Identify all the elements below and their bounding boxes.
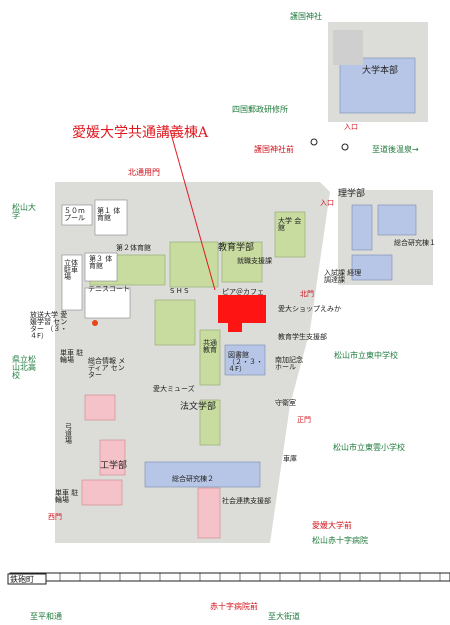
gym1-building: [94, 199, 128, 236]
tram-platform-west: [7, 573, 47, 585]
pool-label: ５０m プール: [64, 207, 85, 222]
kyomu-label: 教育学生支援部: [278, 333, 327, 341]
minami-label: 南加記念 ホール: [275, 356, 303, 371]
headquarters-building: [339, 57, 416, 114]
shs-building: [154, 299, 196, 346]
eng-building-4: [197, 487, 221, 539]
shikoku-post-label: 四国郵政研修所: [232, 105, 288, 114]
shuei-label: 守衛室: [275, 399, 296, 407]
library-building: [224, 344, 266, 376]
kyotsu-building: [199, 329, 221, 386]
bike2-label: 単車 駐輪場: [55, 489, 79, 504]
entrance-marker-icon: [341, 143, 349, 151]
shushoku-label: 就職支援課: [237, 257, 272, 265]
red-cross-hosp-label: 松山赤十字病院: [312, 536, 368, 545]
education-label: 教育学部: [218, 243, 255, 253]
johomedia-label: 総合情報 メディア センター: [88, 357, 126, 379]
engineering-label: 工学部: [100, 461, 128, 471]
map-title: 愛媛大学共通講義棟A: [72, 125, 209, 141]
law-label: 法文学部: [180, 402, 217, 412]
shs-label: S H S: [170, 287, 189, 295]
gokoku-label: 護国神社: [290, 12, 322, 21]
kyotsu-a-building[interactable]: [218, 295, 266, 323]
tennis-label: テニスコート: [88, 285, 130, 293]
kyotsu-label: 共通 教育: [203, 339, 217, 354]
prefectural-hs-label: 県立松山北高校: [12, 355, 36, 380]
dogo-label: 至道後温泉→: [372, 145, 419, 154]
entrance-top-label: 入口: [344, 123, 358, 131]
kaikan-building: [274, 211, 306, 258]
nyushi-label: 入試課 経理調達課: [324, 269, 362, 284]
bike-pk-label: 車庫: [283, 455, 297, 463]
bike1-label: 単車 駐輪場: [60, 349, 84, 364]
ehime-univ-mae-label: 愛媛大学前: [312, 521, 352, 530]
center-dot-icon: [92, 320, 98, 326]
sogo2-label: 総合研究棟２: [172, 475, 214, 483]
heiwa-dori-label: 至平和通: [30, 612, 62, 621]
tennis-court: [84, 287, 131, 319]
kyotsu-a-entrance: [228, 320, 242, 332]
honbu-label: 大学本部: [362, 66, 399, 76]
west-gate-label: 西門: [48, 513, 62, 521]
railway-tracks: [9, 572, 450, 582]
museum-label: 愛大ミューズ: [153, 385, 195, 393]
library-label: 図書館 （２・３・４F）: [228, 351, 263, 373]
shakai-label: 社会連携支援部: [222, 497, 271, 505]
eng-building-1: [84, 394, 116, 421]
science-building-2: [377, 204, 417, 236]
law-building: [199, 399, 221, 446]
hoso-label: 放送大学 愛媛学習 センター （３・４F）: [30, 311, 68, 340]
main-gate-label: 正門: [297, 416, 311, 424]
eng-building-2: [99, 439, 126, 476]
railway-ties: [19, 573, 441, 581]
gym1-label: 第１ 体育館: [97, 207, 121, 222]
north-gate-label: 北通用門: [128, 168, 160, 177]
education-building-a: [169, 241, 219, 288]
education-building-b: [221, 241, 263, 283]
sogo1-label: 総合研究棟１: [394, 239, 436, 247]
north-gate2-label: 北門: [300, 290, 314, 298]
north-road: [0, 165, 450, 179]
headquarters-wing: [333, 30, 363, 65]
shop-label: 愛大ショップえみか: [278, 305, 341, 313]
gym3-building: [84, 252, 118, 282]
kaikan-label: 大学 会館: [278, 217, 302, 232]
sogo1-building: [351, 254, 393, 281]
entrance-science-label: 入口: [320, 199, 334, 207]
cafe-label: ピア＠カフェ: [222, 288, 264, 296]
red-cross-mae-label: 赤十字病院前: [210, 602, 258, 611]
pool: [61, 204, 93, 226]
matsuyama-univ-label: 松山大学: [12, 203, 36, 220]
title-leader: [169, 129, 216, 291]
sogo2-building: [144, 461, 261, 488]
kyudojo-label: 弓 道 場: [65, 423, 72, 445]
higashi-elem-label: 松山市立東雲小学校: [333, 443, 405, 452]
gym3-label: 第３ 体育館: [89, 255, 113, 270]
science-building: [351, 204, 373, 251]
rittai-building: [61, 254, 83, 311]
gokoku-street-label: 護国神社前: [254, 145, 294, 154]
higashi-nakagaku-label: 松山市立東中学校: [334, 351, 398, 360]
okaido-label: 至大街道: [268, 612, 300, 621]
gym2-label: 第２体育館: [116, 244, 151, 252]
tetsupocho-label: 鉄砲町: [10, 575, 34, 584]
eng-building-3: [81, 479, 123, 506]
science-label: 理学部: [338, 189, 366, 199]
gate-marker-icon: [310, 138, 318, 146]
rittai-label: 立体 駐車場: [64, 259, 78, 281]
